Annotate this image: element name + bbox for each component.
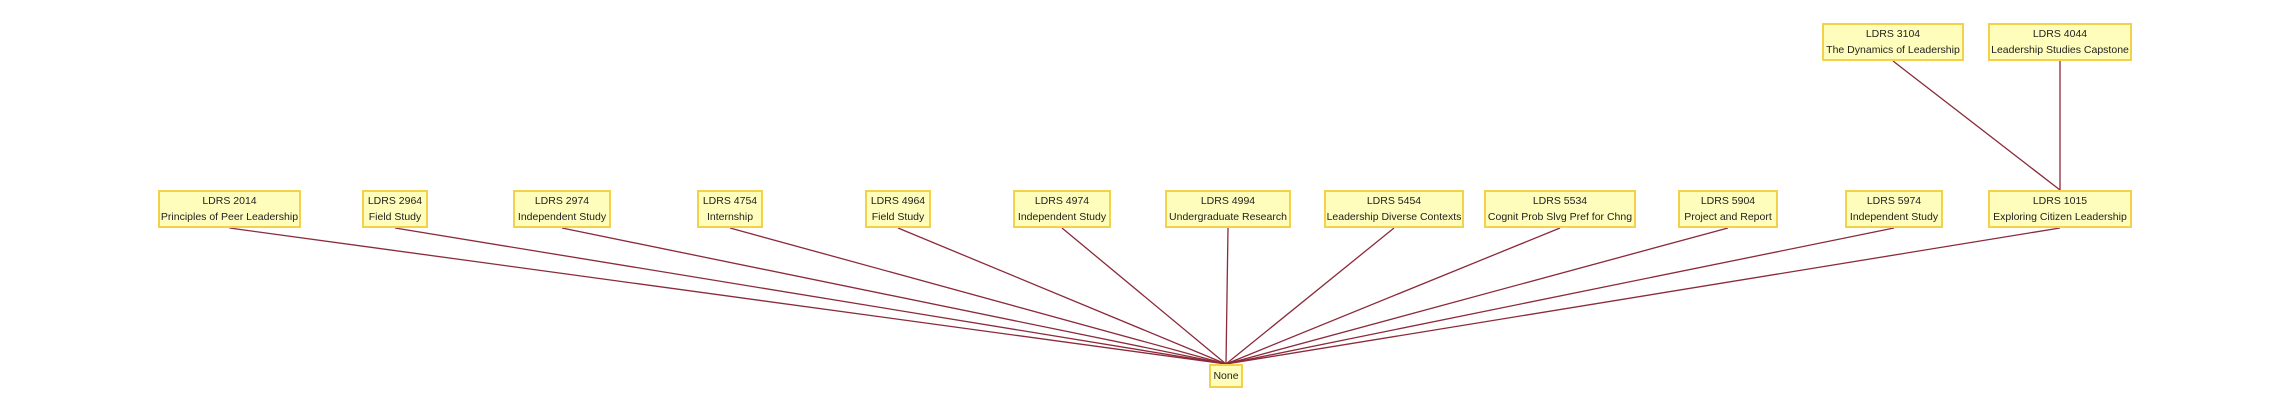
course-node-ldrs-5534[interactable]: LDRS 5534 Cognit Prob Slvg Pref for Chng: [1484, 190, 1636, 228]
course-node-ldrs-4044[interactable]: LDRS 4044 Leadership Studies Capstone: [1988, 23, 2132, 61]
course-node-ldrs-2014[interactable]: LDRS 2014 Principles of Peer Leadership: [158, 190, 301, 228]
root-label: None: [1213, 370, 1239, 382]
course-node-ldrs-5454[interactable]: LDRS 5454 Leadership Diverse Contexts: [1324, 190, 1464, 228]
course-title: Independent Study: [1017, 211, 1107, 223]
course-code: LDRS 2014: [202, 195, 257, 207]
course-node-ldrs-4974[interactable]: LDRS 4974 Independent Study: [1013, 190, 1111, 228]
edge-ldrs5454-to-none: [1225, 227, 1395, 365]
course-code: LDRS 4044: [2032, 28, 2088, 40]
edge-ldrs3104-to-ldrs1015: [1892, 60, 2061, 191]
root-node-none[interactable]: None: [1209, 364, 1243, 388]
course-code: LDRS 3104: [1865, 28, 1921, 40]
edge-ldrs5904-to-none: [1225, 227, 1729, 365]
course-code: LDRS 5904: [1700, 195, 1756, 207]
course-code: LDRS 2974: [534, 195, 590, 207]
course-node-ldrs-5904[interactable]: LDRS 5904 Project and Report: [1678, 190, 1778, 228]
course-title: The Dynamics of Leadership: [1826, 44, 1960, 56]
course-code: LDRS 4964: [870, 195, 926, 207]
edge-ldrs5534-to-none: [1225, 227, 1561, 365]
course-code: LDRS 5974: [1866, 195, 1922, 207]
course-title: Exploring Citizen Leadership: [1993, 211, 2127, 223]
course-code: LDRS 5534: [1532, 195, 1588, 207]
course-title: Field Study: [368, 211, 422, 223]
edge-ldrs4994-to-none: [1225, 227, 1229, 365]
course-code: LDRS 4754: [702, 195, 758, 207]
course-code: LDRS 5454: [1366, 195, 1422, 207]
course-node-ldrs-4994[interactable]: LDRS 4994 Undergraduate Research: [1165, 190, 1291, 228]
edge-ldrs4974-to-none: [1061, 227, 1227, 365]
course-node-ldrs-2964[interactable]: LDRS 2964 Field Study: [362, 190, 428, 228]
course-node-ldrs-4754[interactable]: LDRS 4754 Internship: [697, 190, 763, 228]
course-code: LDRS 2964: [367, 195, 423, 207]
edge-ldrs5974-to-none: [1225, 227, 1895, 365]
course-title: Internship: [706, 211, 754, 223]
course-node-ldrs-3104[interactable]: LDRS 3104 The Dynamics of Leadership: [1822, 23, 1964, 61]
course-code: LDRS 1015: [2032, 195, 2088, 207]
course-title: Independent Study: [1849, 211, 1939, 223]
course-title: Leadership Diverse Contexts: [1326, 211, 1462, 223]
edge-ldrs2974-to-none: [561, 227, 1227, 365]
course-title: Project and Report: [1684, 211, 1772, 223]
edge-ldrs4964-to-none: [897, 227, 1227, 365]
course-title: Undergraduate Research: [1169, 211, 1287, 223]
edge-ldrs4754-to-none: [729, 227, 1227, 365]
course-title: Cognit Prob Slvg Pref for Chng: [1487, 211, 1633, 223]
course-code: LDRS 4994: [1200, 195, 1256, 207]
course-code: LDRS 4974: [1034, 195, 1090, 207]
course-node-ldrs-1015[interactable]: LDRS 1015 Exploring Citizen Leadership: [1988, 190, 2132, 228]
course-node-ldrs-4964[interactable]: LDRS 4964 Field Study: [865, 190, 931, 228]
course-title: Independent Study: [517, 211, 607, 223]
course-title: Leadership Studies Capstone: [1991, 44, 2129, 56]
edge-ldrs1015-to-none: [1225, 227, 2061, 365]
course-node-ldrs-5974[interactable]: LDRS 5974 Independent Study: [1845, 190, 1943, 228]
course-title: Field Study: [871, 211, 925, 223]
course-node-ldrs-2974[interactable]: LDRS 2974 Independent Study: [513, 190, 611, 228]
course-title: Principles of Peer Leadership: [160, 211, 299, 223]
edge-ldrs2964-to-none: [394, 227, 1227, 365]
edge-ldrs2014-to-none: [229, 227, 1227, 365]
